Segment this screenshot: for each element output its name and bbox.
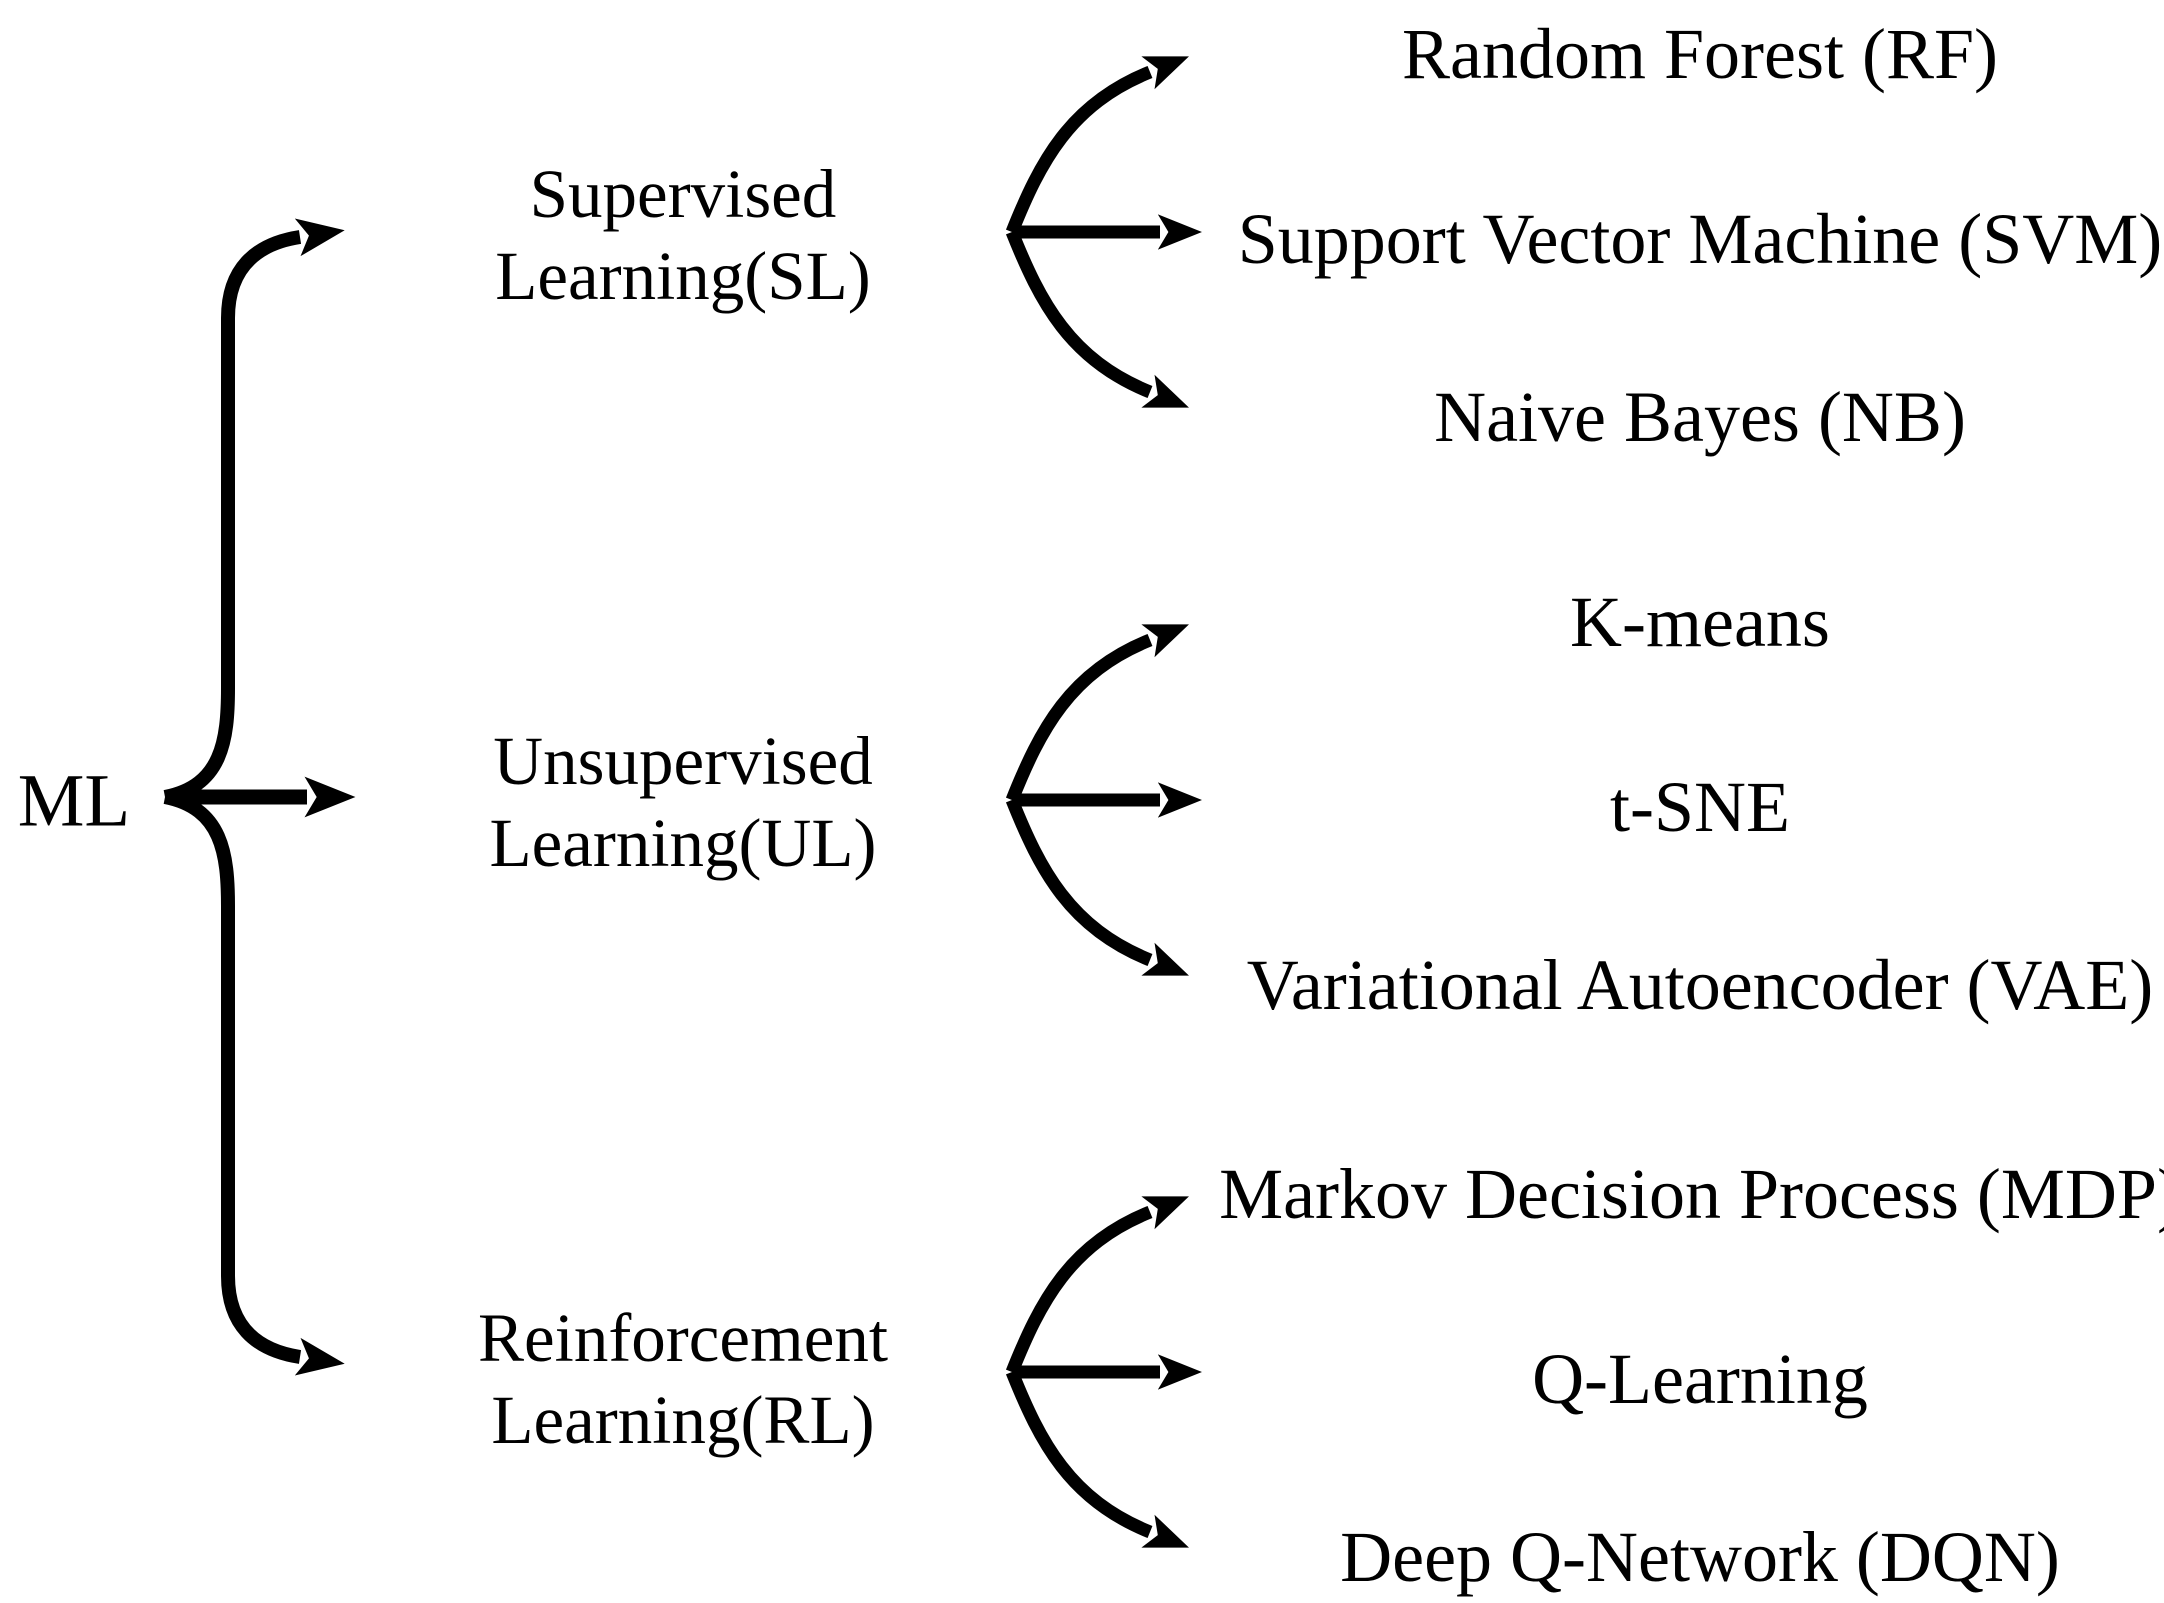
leaf-label-tsne: t-SNE bbox=[1610, 767, 1790, 847]
root-to-reinforcement-arrow bbox=[163, 790, 345, 1376]
reinforcement-to-dqn-arrow bbox=[1005, 1369, 1189, 1548]
group-label-unsupervised-line1: Unsupervised bbox=[493, 723, 872, 799]
supervised-to-random-forest-arrow bbox=[1005, 56, 1189, 235]
root-to-supervised-arrow bbox=[163, 218, 345, 804]
leaf-label-svm: Support Vector Machine (SVM) bbox=[1238, 199, 2163, 279]
leaf-label-random-forest: Random Forest (RF) bbox=[1402, 14, 1998, 94]
reinforcement-to-mdp-arrow bbox=[1005, 1196, 1189, 1375]
group-label-reinforcement-line2: Learning(RL) bbox=[491, 1382, 874, 1458]
leaf-label-dqn: Deep Q-Network (DQN) bbox=[1340, 1517, 2060, 1597]
leaf-label-vae: Variational Autoencoder (VAE) bbox=[1247, 945, 2153, 1025]
group-label-unsupervised-line2: Learning(UL) bbox=[490, 805, 877, 881]
root-label: ML bbox=[18, 760, 131, 843]
unsupervised-to-kmeans-arrow bbox=[1005, 624, 1189, 803]
leaf-label-qlearning: Q-Learning bbox=[1532, 1339, 1868, 1419]
supervised-to-naive-bayes-arrow bbox=[1005, 229, 1189, 408]
group-label-reinforcement-line1: Reinforcement bbox=[478, 1300, 888, 1376]
leaf-label-mdp: Markov Decision Process (MDP) bbox=[1219, 1154, 2164, 1234]
unsupervised-to-vae-arrow bbox=[1005, 797, 1189, 976]
leaf-label-naive-bayes: Naive Bayes (NB) bbox=[1434, 377, 1966, 457]
leaf-label-kmeans: K-means bbox=[1570, 582, 1830, 662]
group-label-supervised-line1: Supervised bbox=[530, 156, 837, 232]
group-label-supervised-line2: Learning(SL) bbox=[495, 238, 871, 314]
